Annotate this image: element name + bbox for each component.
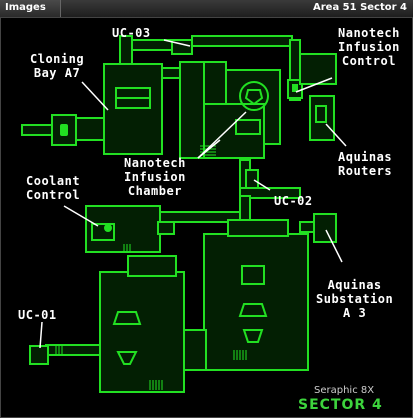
label-nanotech-infusion-chamber: Nanotech Infusion Chamber [124,156,186,198]
label-aquinas-substation: Aquinas Substation A 3 [316,278,393,320]
corridor-top [191,35,293,47]
nanotech-chamber-core [244,89,264,106]
label-cloning-line2: Bay A7 [33,66,81,80]
corridor-mid [239,187,301,199]
label-uc03: UC-03 [112,26,151,40]
coolant-console [104,224,112,232]
label-coolant-line2: Control [26,188,81,202]
label-uc02-text: UC-02 [274,194,313,208]
label-uc02: UC-02 [274,194,313,208]
label-sub-line3: A 3 [343,306,367,320]
leader-uc02 [253,179,271,191]
room-coolant-control [85,205,161,253]
room-infusion-south [203,103,265,159]
label-nic-line2: Infusion [124,170,186,184]
nanotech-chamber-ring [239,81,269,111]
corridor-cloning-east [159,67,183,79]
watermark-bottom: SECTOR 4 [298,397,383,413]
label-uc03-text: UC-03 [112,26,151,40]
leader-cloning [81,81,109,111]
routers-node [315,105,327,123]
corridor-west-entry [21,124,55,136]
south-west-south-pad [116,351,138,365]
stairs-south-west [149,380,163,390]
stairs-coolant [123,244,131,252]
room-nif-north [299,53,337,85]
room-sub-main [203,233,309,371]
label-sub-line2: Substation [316,292,394,306]
stairs-uc01 [55,346,63,356]
room-south-cross [127,255,177,277]
room-uc01 [29,345,49,365]
room-aquinas-substation [313,213,337,243]
room-uc02 [245,169,259,189]
label-routers-line1: Aquinas [338,150,393,164]
room-central-east [203,61,227,105]
label-cloning-line1: Cloning [30,52,85,66]
label-nif-line3: Control [341,54,396,68]
label-uc01-text: UC-01 [18,308,57,322]
room-central-west [179,61,205,159]
title-bar: Images Area 51 Sector 4 [0,0,413,18]
sub-elevator [241,265,265,285]
south-west-north-pad [112,311,142,325]
label-nic-line3: Chamber [127,184,182,198]
label-sub-line1: Aquinas [327,278,382,292]
stairs-sub-south [233,350,247,360]
images-tab-label: Images [5,2,46,13]
label-nif-line2: Infusion [338,40,400,54]
watermark-top: Seraphic 8X [314,385,375,396]
coolant-inner [91,223,115,241]
label-uc01: UC-01 [18,308,57,322]
label-aquinas-routers: Aquinas Routers [338,150,392,178]
room-coolant-stub [157,221,175,235]
room-south-east [183,329,207,371]
images-tab[interactable]: Images [0,0,61,17]
label-coolant-control: Coolant Control [26,174,80,202]
corridor-uc03 [119,35,133,65]
nanotech-chamber-corridor [235,119,261,135]
label-routers-line2: Routers [338,164,393,178]
room-west-link [75,117,107,141]
sub-north-pad [238,303,268,317]
label-nic-line1: Nanotech [124,156,186,170]
room-sub-north [227,219,289,237]
room-aquinas-routers [309,95,335,141]
leader-nic-2 [197,139,221,159]
label-nanotech-infusion-control: Nanotech Infusion Control [338,26,400,68]
leader-nic-1 [197,111,247,159]
room-south-west [99,271,185,393]
leader-routers [325,123,347,147]
entry-console [60,124,68,136]
corridor-uc01 [45,344,101,356]
nif-marker [292,84,298,92]
leader-coolant [63,205,99,227]
label-nif-line1: Nanotech [338,26,400,40]
leader-nif [295,77,333,93]
sector-title: Area 51 Sector 4 [312,2,407,13]
leader-uc01 [39,321,43,349]
leader-uc03 [163,39,191,47]
label-cloning-bay: Cloning Bay A7 [30,52,84,80]
sub-south-pad [242,329,264,343]
leader-sub [325,229,343,263]
label-coolant-line1: Coolant [26,174,81,188]
